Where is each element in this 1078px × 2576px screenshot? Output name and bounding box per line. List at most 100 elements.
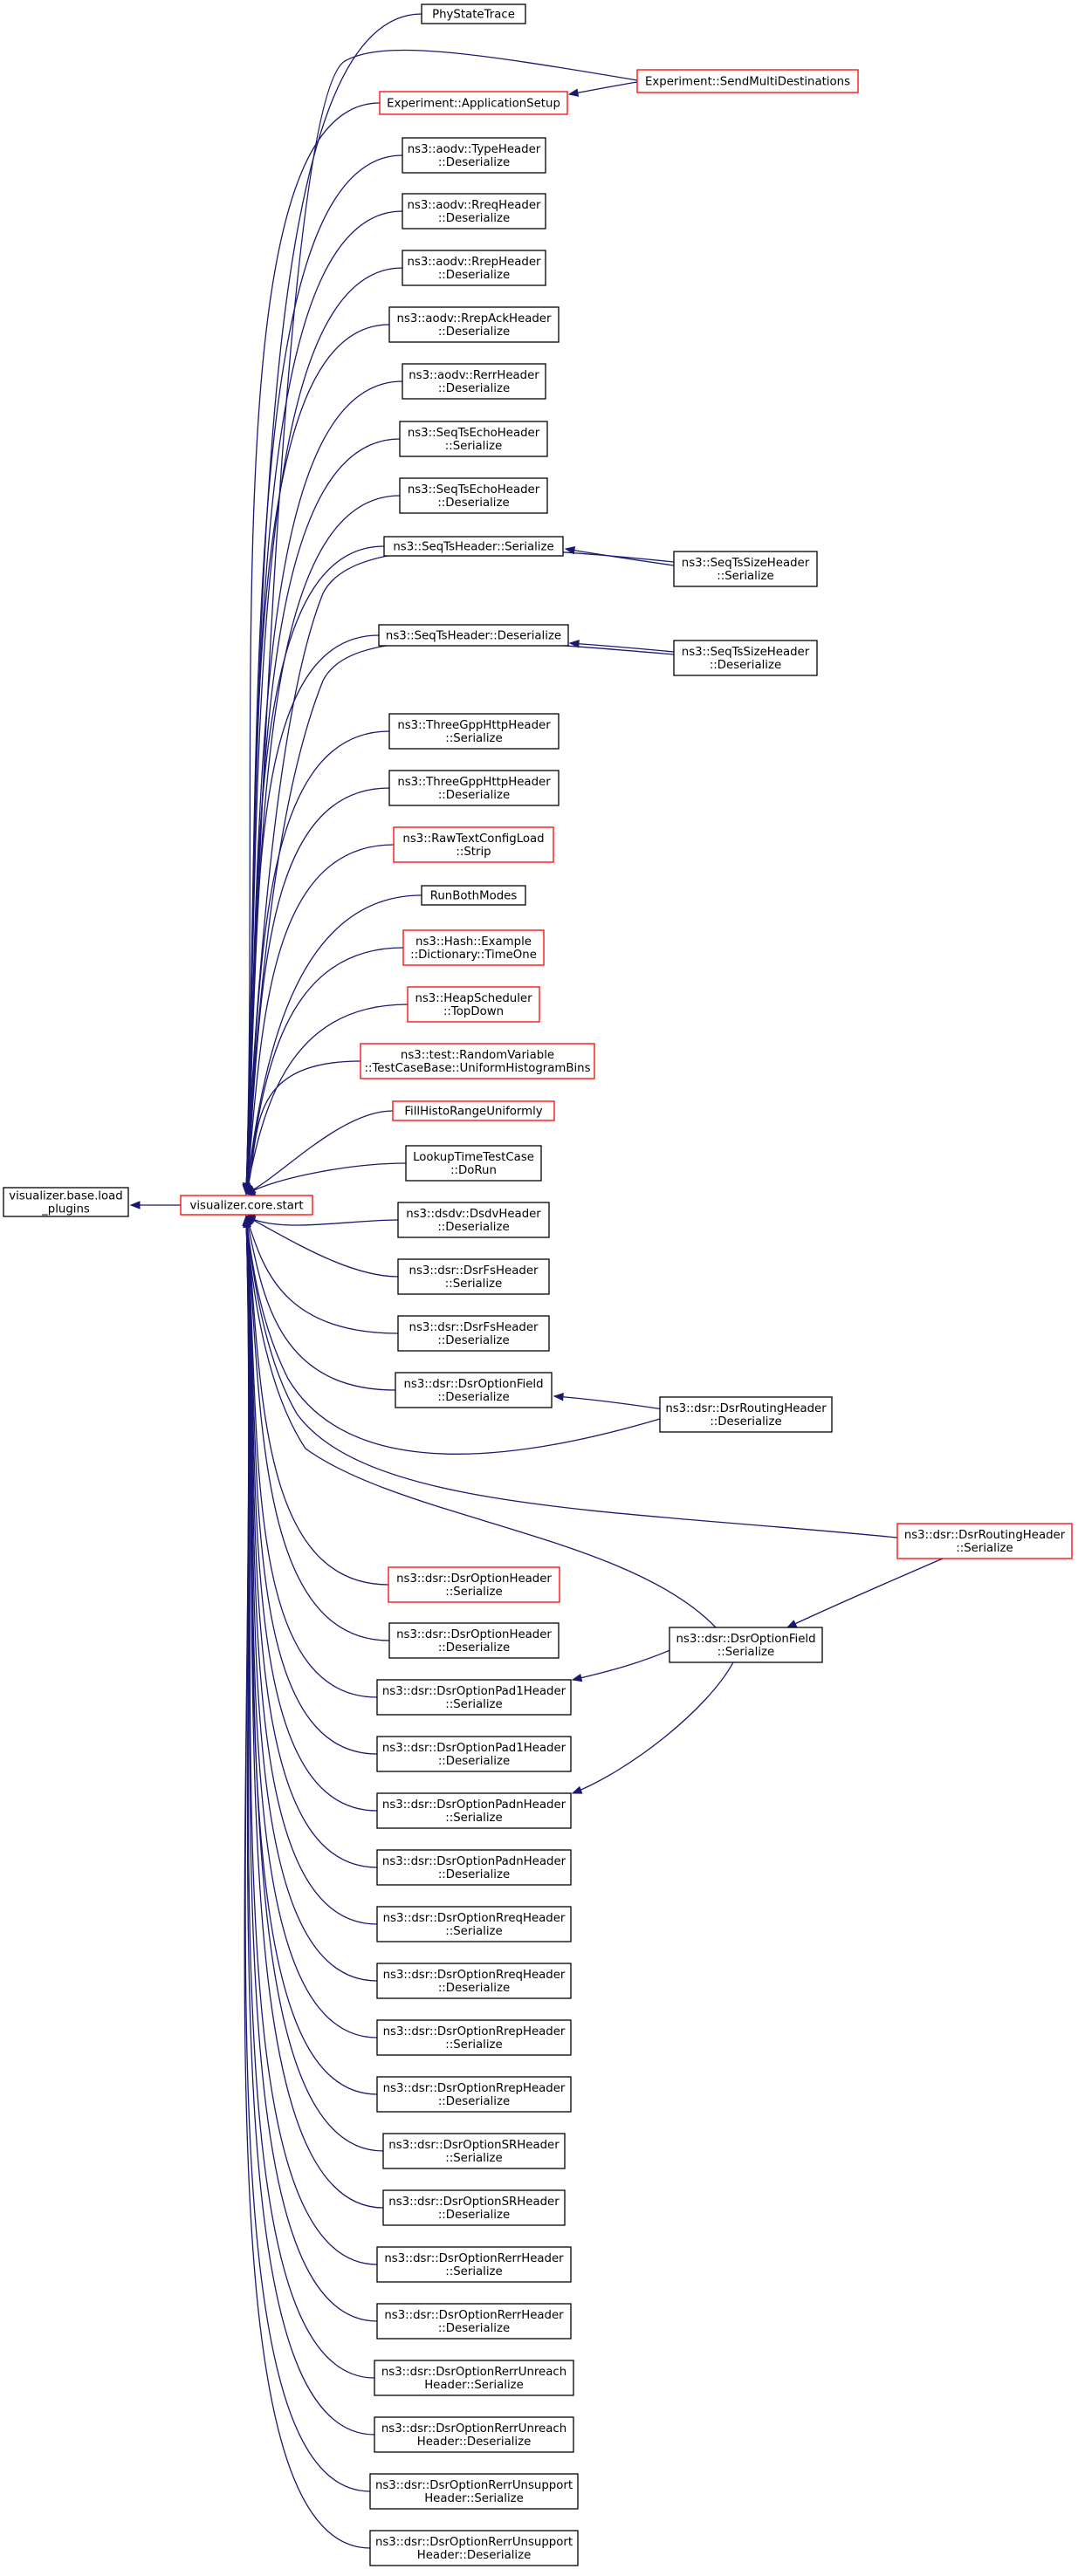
node-label: ns3::SeqTsEchoHeader [408,483,540,497]
node-opthdr_des[interactable]: ns3::dsr::DsrOptionHeader::Deserialize [388,1622,560,1659]
node-box-unsupport_des [369,2530,579,2566]
node-label: ::Serialize [445,1925,502,1938]
node-unreach_ser[interactable]: ns3::dsr::DsrOptionRerrUnreachHeader::Se… [374,2360,574,2396]
node-randomvar[interactable]: ns3::test::RandomVariable::TestCaseBase:… [360,1043,595,1079]
edge-sendmulti-to-core_start [245,49,638,1193]
node-label: Header::Deserialize [417,2436,532,2449]
edge-optfield_ser-to-padn_ser [572,1661,734,1794]
node-seqts_echo_ser[interactable]: ns3::SeqTsEchoHeader::Serialize [399,421,548,457]
node-label: _plugins [41,1203,90,1216]
node-label: ::Strip [456,846,491,859]
node-aodv_rerr[interactable]: ns3::aodv::RerrHeader::Deserialize [402,363,546,400]
node-dsrfs_des[interactable]: ns3::dsr::DsrFsHeader::Deserialize [397,1315,550,1352]
node-seqts_size_ser[interactable]: ns3::SeqTsSizeHeader::Serialize [673,551,818,587]
node-sr_des[interactable]: ns3::dsr::DsrOptionSRHeader::Deserialize [382,2189,566,2226]
node-rreq_des[interactable]: ns3::dsr::DsrOptionRreqHeader::Deseriali… [376,1963,572,1999]
arrowhead-core_start-to-load_plugins [129,1201,141,1209]
node-http_ser[interactable]: ns3::ThreeGppHttpHeader::Serialize [388,713,560,750]
node-core_start[interactable]: visualizer.core.start [180,1195,313,1216]
node-label: ns3::dsr::DsrRoutingHeader [904,1529,1066,1542]
node-label: ::Deserialize [438,1982,510,1995]
node-label: ::Deserialize [438,1868,510,1881]
node-label: ns3::dsr::DsrOptionPadnHeader [382,1798,566,1812]
node-opthdr_ser[interactable]: ns3::dsr::DsrOptionHeader::Serialize [388,1566,560,1603]
node-rrep_ser[interactable]: ns3::dsr::DsrOptionRrepHeader::Serialize [376,2019,572,2056]
node-label: ns3::dsr::DsrFsHeader [409,1264,539,1278]
node-hash_example[interactable]: ns3::Hash::Example::Dictionary::TimeOne [402,929,545,966]
arrowhead-routing_des-to-optfield_des [553,1393,564,1401]
edge-sendmulti-to-appsetup [568,81,638,95]
node-label: ::Deserialize [438,325,510,339]
node-fillhisto[interactable]: FillHistoRangeUniformly [392,1100,555,1121]
node-phystatetrace[interactable]: PhyStateTrace [421,3,526,24]
node-rreq_ser[interactable]: ns3::dsr::DsrOptionRreqHeader::Serialize [376,1906,572,1942]
node-label: visualizer.core.start [189,1200,303,1213]
node-unsupport_ser[interactable]: ns3::dsr::DsrOptionRerrUnsupportHeader::… [369,2473,579,2510]
node-http_des[interactable]: ns3::ThreeGppHttpHeader::Deserialize [388,770,560,806]
node-runboth[interactable]: RunBothModes [421,885,526,906]
node-seqts_ser[interactable]: ns3::SeqTsHeader::Serialize [383,536,564,557]
node-sendmulti[interactable]: Experiment::SendMultiDestinations [636,69,859,93]
edge-padn_des-to-core_start [245,1216,378,1868]
node-box-aodv_rrep [402,250,546,286]
node-dsrfs_ser[interactable]: ns3::dsr::DsrFsHeader::Serialize [397,1258,550,1295]
node-pad1_des[interactable]: ns3::dsr::DsrOptionPad1Header::Deseriali… [376,1736,572,1772]
node-pad1_ser[interactable]: ns3::dsr::DsrOptionPad1Header::Serialize [376,1679,572,1716]
node-aodv_type[interactable]: ns3::aodv::TypeHeader::Deserialize [402,137,546,174]
edge-http_des-to-core_start [245,787,390,1195]
node-label: ::Deserialize [438,789,510,802]
node-aodv_rrep[interactable]: ns3::aodv::RrepHeader::Deserialize [402,250,546,286]
node-label: ::Deserialize [710,659,781,672]
node-rawtext[interactable]: ns3::RawTextConfigLoad::Strip [393,826,554,863]
node-lookuptime[interactable]: LookupTimeTestCase::DoRun [405,1145,542,1182]
node-label: ::TopDown [443,1005,504,1018]
node-box-dsrfs_ser [397,1258,550,1295]
node-label: ns3::RawTextConfigLoad [402,832,544,846]
node-label: ns3::aodv::TypeHeader [408,143,541,156]
node-routing_des[interactable]: ns3::dsr::DsrRoutingHeader::Deserialize [659,1396,833,1433]
node-box-sendmulti [636,69,859,93]
node-box-seqts_ser [383,536,564,557]
node-aodv_rrepack[interactable]: ns3::aodv::RrepAckHeader::Deserialize [388,306,560,343]
node-rerr_des[interactable]: ns3::dsr::DsrOptionRerrHeader::Deseriali… [376,2303,572,2340]
node-aodv_rreq[interactable]: ns3::aodv::RreqHeader::Deserialize [402,193,546,230]
edge-seqts_echo_des-to-core_start [245,495,401,1195]
node-label: ns3::HeapScheduler [415,992,532,1005]
node-padn_ser[interactable]: ns3::dsr::DsrOptionPadnHeader::Serialize [376,1792,572,1829]
node-box-opthdr_ser [388,1566,560,1603]
node-optfield_ser[interactable]: ns3::dsr::DsrOptionField::Serialize [669,1627,823,1663]
node-box-dsrfs_des [397,1315,550,1352]
node-heapsched[interactable]: ns3::HeapScheduler::TopDown [407,986,540,1023]
node-box-dsdv_des [397,1202,550,1238]
edge-opthdr_ser-to-core_start [245,1216,389,1586]
edge-optfield_des-to-core_start [245,1216,396,1391]
node-unsupport_des[interactable]: ns3::dsr::DsrOptionRerrUnsupportHeader::… [369,2530,579,2566]
node-box-lookuptime [405,1145,542,1182]
node-optfield_des[interactable]: ns3::dsr::DsrOptionField::Deserialize [395,1372,553,1408]
node-label: Header::Deserialize [417,2549,532,2562]
node-label: ::Serialize [445,1278,502,1291]
node-rerr_ser[interactable]: ns3::dsr::DsrOptionRerrHeader::Serialize [376,2246,572,2283]
node-routing_ser[interactable]: ns3::dsr::DsrRoutingHeader::Serialize [896,1523,1073,1559]
node-seqts_size_des[interactable]: ns3::SeqTsSizeHeader::Deserialize [673,640,818,676]
node-dsdv_des[interactable]: ns3::dsdv::DsdvHeader::Deserialize [397,1202,550,1238]
node-rrep_des[interactable]: ns3::dsr::DsrOptionRrepHeader::Deseriali… [376,2076,572,2113]
node-box-seqts_size_des [673,640,818,676]
node-seqts_echo_des[interactable]: ns3::SeqTsEchoHeader::Deserialize [399,477,548,514]
edge-seqts_size_ser-to-seqts_ser [565,548,675,566]
node-label: ::Serialize [445,2152,502,2165]
node-appsetup[interactable]: Experiment::ApplicationSetup [379,91,568,115]
edge-opthdr_des-to-core_start [245,1216,390,1641]
node-unreach_des[interactable]: ns3::dsr::DsrOptionRerrUnreachHeader::De… [374,2416,574,2453]
node-sr_ser[interactable]: ns3::dsr::DsrOptionSRHeader::Serialize [382,2133,566,2169]
node-seqts_des[interactable]: ns3::SeqTsHeader::Deserialize [378,624,569,647]
node-label: ns3::SeqTsHeader::Deserialize [386,630,561,643]
node-label: ns3::dsr::DsrOptionRrepHeader [383,2025,566,2038]
node-padn_des[interactable]: ns3::dsr::DsrOptionPadnHeader::Deseriali… [376,1849,572,1886]
edge-seqts_ser-to-core_start [245,545,385,1195]
node-label: ns3::dsr::DsrOptionPad1Header [382,1742,566,1755]
node-label: ::Serialize [445,1586,502,1599]
node-label: ns3::dsr::DsrOptionSRHeader [388,2196,560,2209]
node-box-seqts_des [378,624,569,647]
node-box-randomvar [360,1043,595,1079]
